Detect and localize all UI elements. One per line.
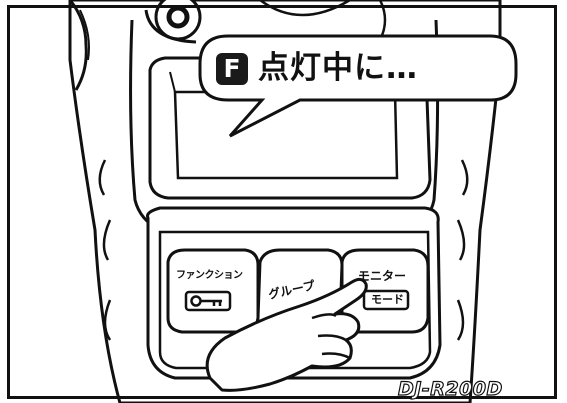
function-button-label: ファンクション [176, 270, 243, 281]
speech-bubble [198, 34, 518, 138]
mode-box [362, 289, 410, 311]
monitor-button-label: モニター [358, 269, 407, 283]
callout-text: 点灯中に… [258, 50, 418, 86]
hand-icon [205, 277, 368, 392]
f-key-badge: F [216, 53, 248, 85]
mode-label: モード [371, 293, 404, 306]
side-knob [68, 0, 88, 91]
model-name: DJ-R200D [397, 377, 503, 400]
